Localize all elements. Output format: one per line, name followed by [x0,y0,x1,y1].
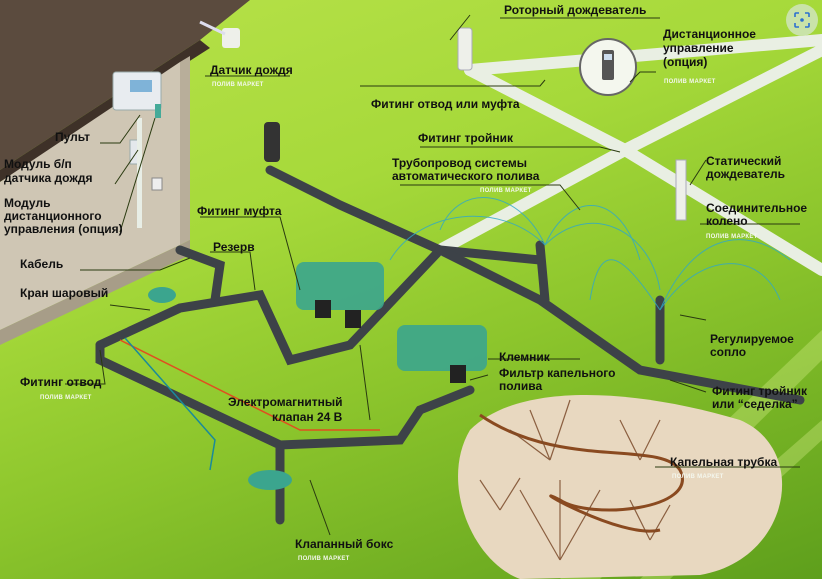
label-rotor-sprinkler: Роторный дождеватель [504,3,647,17]
label-solenoid-valve-line1: Электромагнитный [228,395,343,409]
label-tee-fitting: Фитинг тройник [418,131,513,145]
outlet [151,177,163,191]
label-controller: Пульт [55,130,90,144]
watermark: ПОЛИВ МАРКЕТ [212,82,264,88]
label-adjustable-nozzle-line2: сопло [710,345,747,359]
drip-tube [479,413,684,533]
label-remote-module-line3: управления (опция) [4,222,123,236]
label-connecting-elbow-line1: Соединительное [706,201,808,215]
leader-lines [65,14,800,536]
house [0,0,250,345]
watermark: ПОЛИВ МАРКЕТ [664,79,716,85]
label-remote-module-line1: Модуль [4,196,51,210]
label-drip-filter-line1: Фильтр капельного [499,366,616,380]
label-drip-filter-line2: полива [499,379,543,393]
watermark: ПОЛИВ МАРКЕТ [672,474,724,480]
popup-rotor [264,122,280,162]
label-remote-control-line2: управление [663,41,734,55]
label-reserve: Резерв [213,240,255,254]
label-tee-or-saddle-line1: Фитинг тройник [712,384,807,398]
watermark: ПОЛИВ МАРКЕТ [480,188,532,194]
label-pipeline-line1: Трубопровод системы [392,156,527,170]
label-fitting-coupling: Фитинг муфта [197,204,282,218]
spray-patterns [389,197,791,311]
label-remote-control-line3: (опция) [663,55,708,69]
house-wall-side [180,56,190,245]
watermark: ПОЛИВ МАРКЕТ [40,395,92,401]
rain-sensor-device [222,28,240,48]
dark-pipes [95,165,805,525]
label-rain-sensor-module-line1: Модуль б/п [4,157,72,171]
label-ball-valve: Кран шаровый [20,286,109,300]
remote-module-box [155,104,161,118]
drip-bed [458,395,783,579]
label-static-sprinkler-line1: Статический [706,154,782,168]
valve-boxes [148,262,487,490]
foundation [0,240,190,345]
house-wall [0,62,180,330]
label-static-sprinkler-line2: дождеватель [706,167,786,181]
label-terminal: Клемник [499,350,550,364]
watermark: ПОЛИВ МАРКЕТ [706,234,758,240]
label-remote-control-line1: Дистанционное [663,27,756,41]
remote-control-circle [579,38,637,96]
visual-search-button[interactable] [786,4,818,36]
rotor-sprinkler [457,27,473,71]
watermark: ПОЛИВ МАРКЕТ [298,556,350,562]
label-solenoid-valve-line2: клапан 24 В [272,410,343,424]
visual-search-icon [794,12,810,28]
static-sprinkler [675,159,687,221]
control-wires [119,337,380,471]
label-valve-box: Клапанный бокс [295,537,394,551]
label-tee-or-saddle-line2: или “седелка” [712,397,798,411]
label-elbow-or-coupling: Фитинг отвод или муфта [371,97,520,111]
label-rain-sensor: Датчик дождя [210,63,293,77]
main-pipes [434,34,822,276]
label-rain-sensor-module-line2: датчика дождя [4,171,93,185]
label-fitting-elbow: Фитинг отвод [20,375,102,389]
label-adjustable-nozzle-line1: Регулируемое [710,332,794,346]
label-cable: Кабель [20,257,64,271]
label-drip-tube: Капельная трубка [670,455,778,469]
label-pipeline-line2: автоматического полива [392,169,540,183]
label-connecting-elbow-line2: колено [706,214,748,228]
label-remote-module-line2: дистанционного [4,209,102,223]
conduit [137,118,142,228]
